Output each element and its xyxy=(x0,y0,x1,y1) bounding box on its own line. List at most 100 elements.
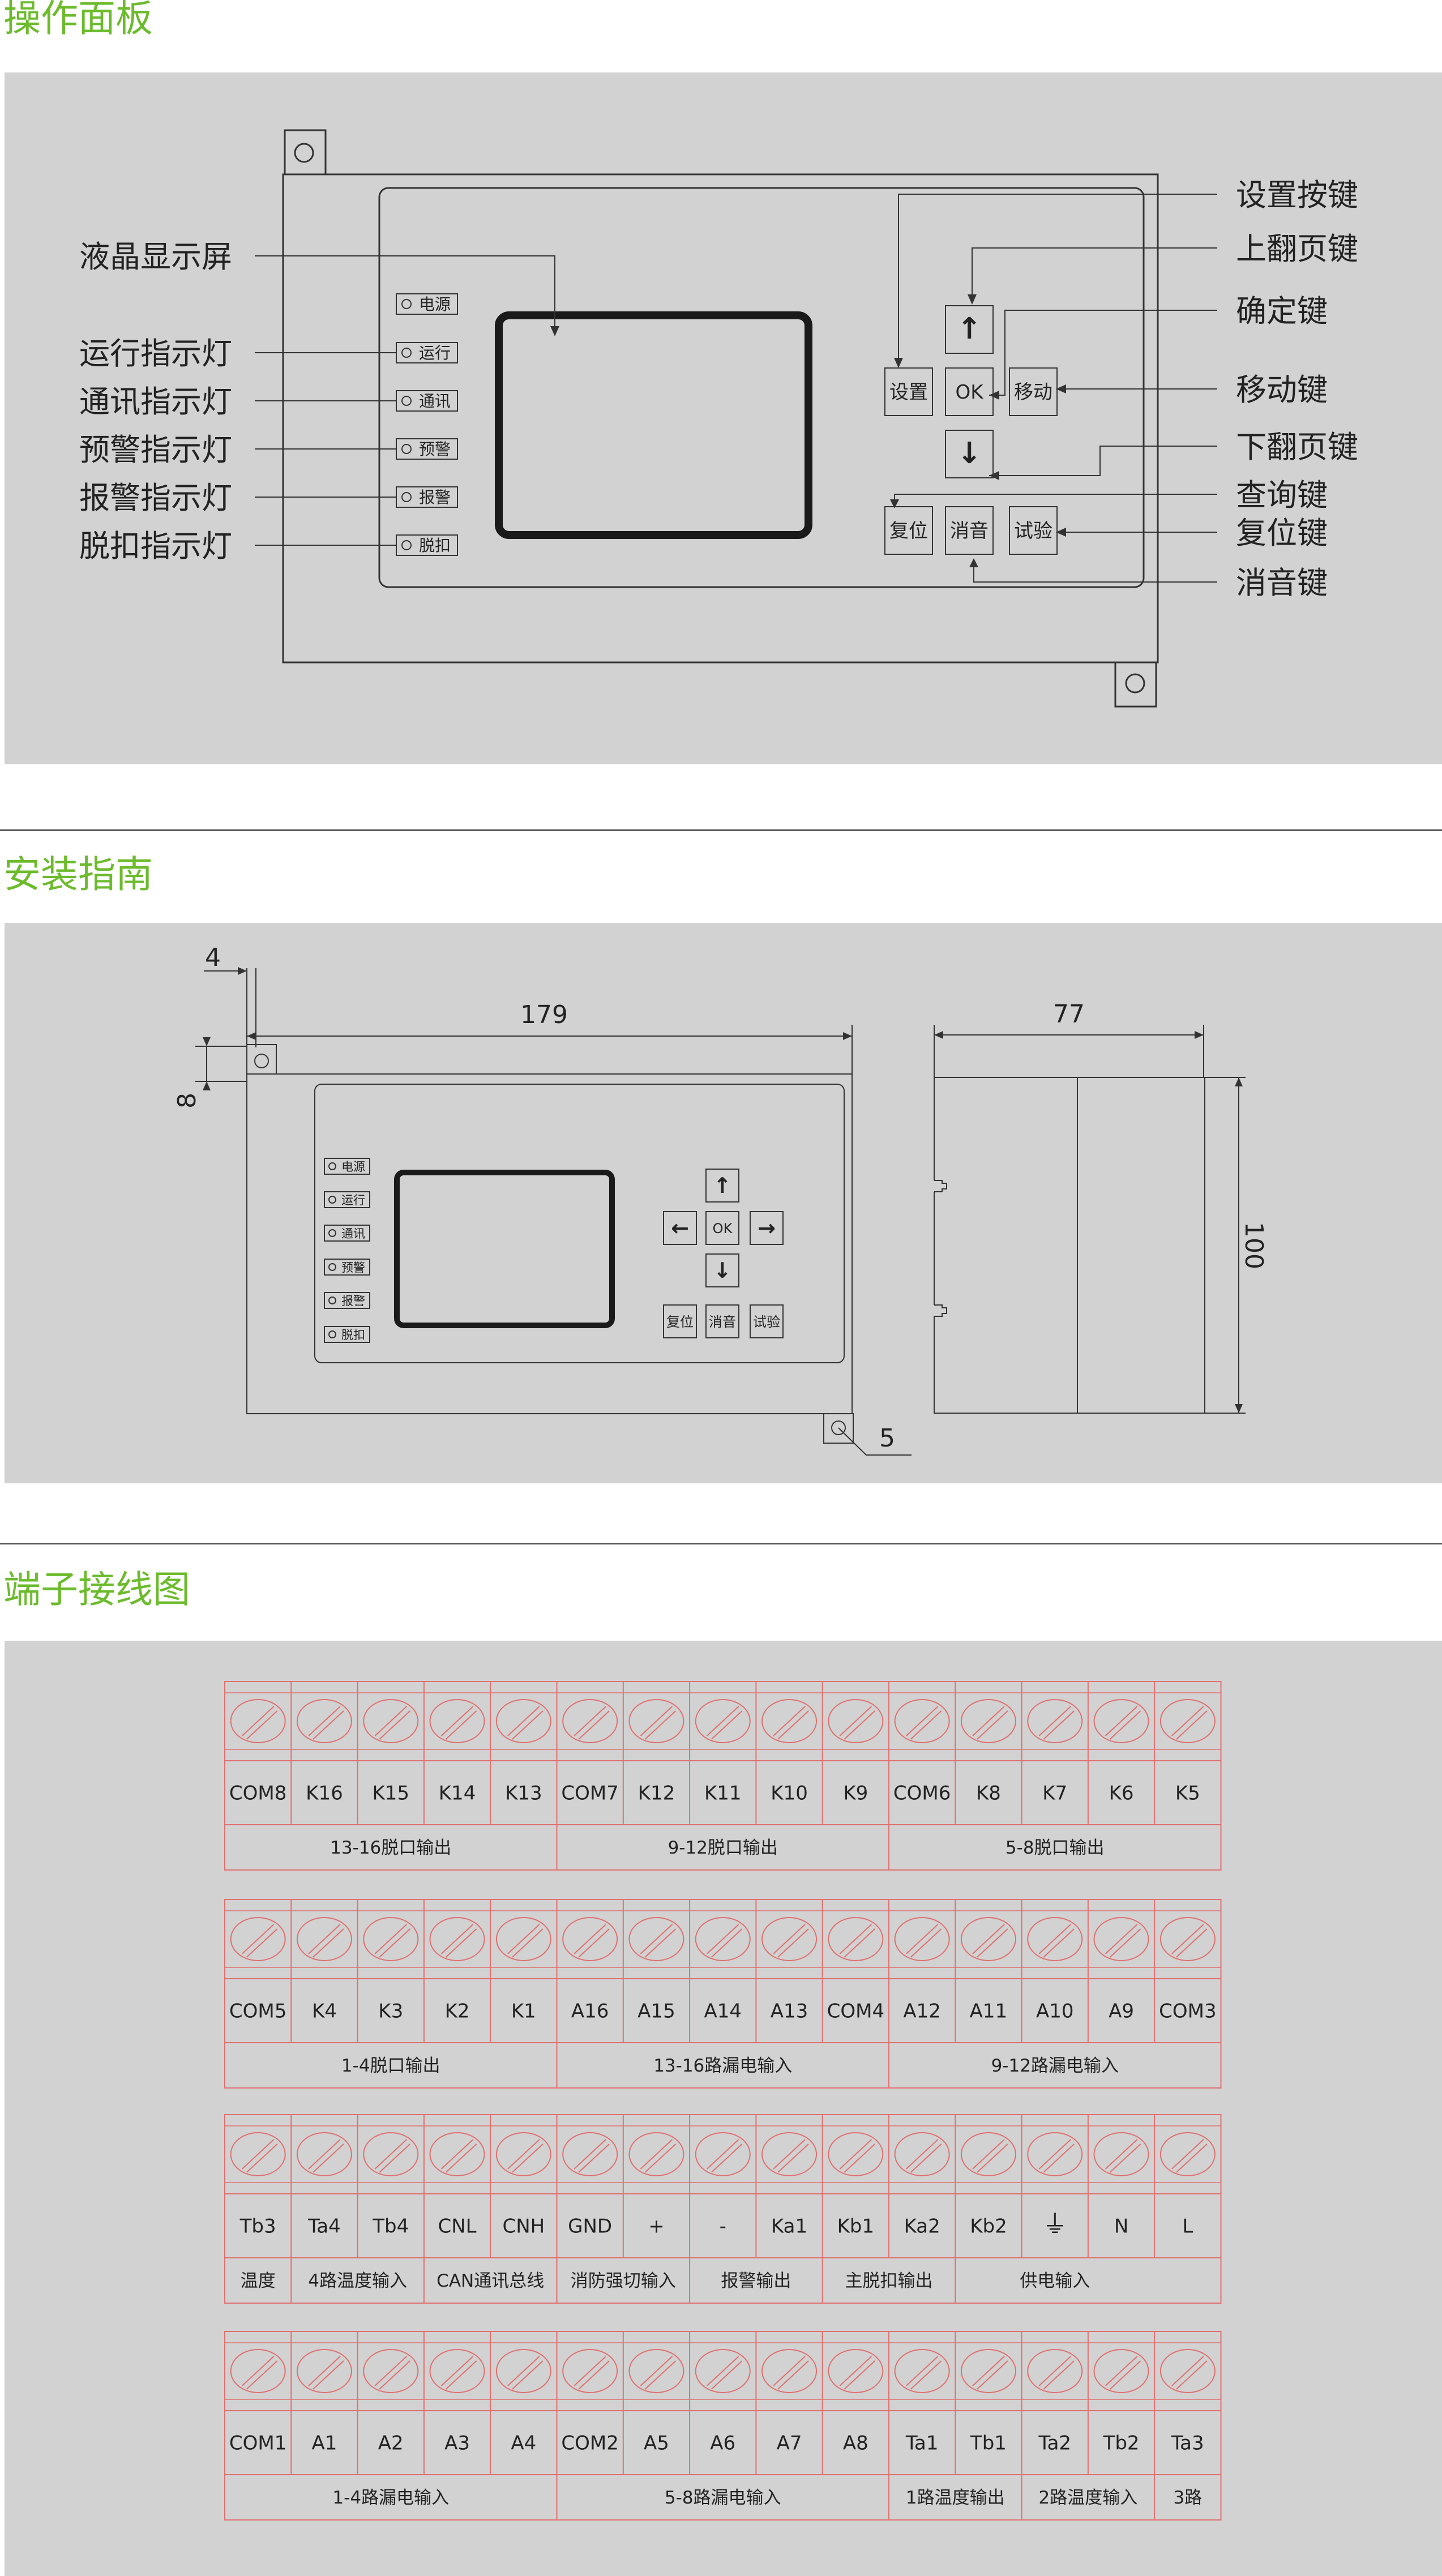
terminal-screw-icon xyxy=(960,2132,1016,2176)
front-indicator-3: 通讯 xyxy=(324,1225,370,1242)
section-title-install: 安装指南 xyxy=(3,853,153,896)
terminal-label: K11 xyxy=(704,1782,742,1805)
front-mute-button[interactable]: 消音 xyxy=(705,1304,739,1338)
terminal-screw-icon xyxy=(894,1699,950,1743)
set-button[interactable]: 设置 xyxy=(884,367,933,416)
leader-set xyxy=(898,194,1217,362)
arrow-mute xyxy=(969,558,978,567)
terminal-label: CNL xyxy=(438,2215,476,2238)
front-indicator-4: 预警 xyxy=(324,1259,370,1276)
indicator-led-icon xyxy=(328,1196,336,1204)
reset-button[interactable]: 复位 xyxy=(884,506,933,555)
front-up-button[interactable]: ↑ xyxy=(705,1169,739,1203)
terminal-screw-icon xyxy=(1159,2132,1216,2176)
terminal-label: A11 xyxy=(970,2000,1008,2023)
down-page-button[interactable]: ↓ xyxy=(945,430,994,478)
callout-right-5: 下翻页键 xyxy=(1236,429,1358,465)
callout-right-4: 移动键 xyxy=(1236,372,1328,408)
terminal-label: N xyxy=(1114,2215,1128,2238)
indicator-4: 预警 xyxy=(396,438,458,460)
indicator-label: 预警 xyxy=(419,440,451,459)
terminal-screw-icon xyxy=(230,1917,286,1961)
terminal-label: COM2 xyxy=(561,2432,618,2455)
terminal-label: Tb1 xyxy=(970,2432,1007,2455)
terminal-label: COM3 xyxy=(1159,2000,1216,2023)
section-divider-1 xyxy=(0,829,1442,831)
terminal-group-label: 消防强切输入 xyxy=(571,2271,676,2291)
test-button[interactable]: 试验 xyxy=(1009,506,1058,555)
ok-button[interactable]: OK xyxy=(945,367,994,416)
front-bezel xyxy=(314,1084,845,1363)
terminal-label: K6 xyxy=(1109,1782,1134,1805)
terminal-screw-icon xyxy=(1159,1917,1216,1961)
terminal-screw-icon xyxy=(363,2132,419,2176)
terminal-screw-icon xyxy=(1093,1917,1149,1961)
front-indicator-label: 通讯 xyxy=(341,1227,365,1240)
terminal-screw-icon xyxy=(960,1699,1016,1743)
terminal-screw-icon xyxy=(363,1699,419,1743)
terminal-label: Tb3 xyxy=(239,2215,276,2238)
arrow-down-icon: ↓ xyxy=(957,437,982,470)
terminal-label: A4 xyxy=(511,2432,536,2455)
arrow-down-icon: ↓ xyxy=(713,1258,731,1283)
terminal-label: Tb4 xyxy=(372,2215,409,2238)
terminal-group-label: 3路 xyxy=(1173,2488,1202,2508)
terminal-label: A14 xyxy=(704,2000,742,2023)
terminal-group-label: 9-12路漏电输入 xyxy=(991,2056,1119,2076)
terminal-group-label: CAN通讯总线 xyxy=(437,2271,544,2291)
terminal-screw-icon xyxy=(363,1917,419,1961)
front-test-button-label: 试验 xyxy=(753,1314,780,1330)
terminal-screw-icon xyxy=(562,1917,618,1961)
leader-mute xyxy=(973,563,1217,583)
front-left-button[interactable]: ← xyxy=(663,1211,697,1245)
terminal-screw-icon xyxy=(1159,1699,1216,1743)
up-page-button[interactable]: ↑ xyxy=(945,305,994,354)
install-panel-area xyxy=(5,923,1442,1483)
terminal-group-label: 1-4脱口输出 xyxy=(341,2056,440,2076)
terminal-label: A3 xyxy=(444,2432,470,2455)
move-button[interactable]: 移动 xyxy=(1009,367,1058,416)
indicator-led-icon xyxy=(401,396,412,406)
front-reset-button[interactable]: 复位 xyxy=(663,1304,697,1338)
front-indicator-1: 电源 xyxy=(324,1158,370,1175)
arrow-lcd xyxy=(550,326,559,336)
terminal-screw-icon xyxy=(1159,2349,1216,2393)
callout-left-1: 液晶显示屏 xyxy=(79,239,232,275)
arrow-right-icon: → xyxy=(758,1216,776,1240)
terminal-label: K1 xyxy=(511,2000,536,2023)
front-reset-button-label: 复位 xyxy=(666,1314,694,1330)
terminal-screw-icon xyxy=(894,2349,950,2393)
arrow-up xyxy=(968,294,977,305)
front-outer-body xyxy=(246,1073,853,1414)
terminal-group-label: 1-4路漏电输入 xyxy=(332,2488,449,2508)
terminal-group-label: 1路温度输出 xyxy=(906,2488,1005,2508)
indicator-1: 电源 xyxy=(396,293,458,315)
terminal-label: K16 xyxy=(306,1782,343,1805)
indicator-label: 电源 xyxy=(419,295,451,314)
indicator-led-icon xyxy=(401,299,412,309)
terminal-screw-icon xyxy=(296,2349,352,2393)
terminal-label: L xyxy=(1182,2215,1193,2238)
side-view-rail-notches xyxy=(933,1180,947,1317)
terminal-group-label: 5-8脱口输出 xyxy=(1005,1838,1105,1858)
terminal-screw-icon xyxy=(562,2132,618,2176)
front-indicator-label: 报警 xyxy=(341,1294,365,1308)
terminal-screw-icon xyxy=(894,2132,950,2176)
arrow-ok xyxy=(989,391,999,400)
terminal-screw-icon xyxy=(894,1917,950,1961)
terminal-label: COM5 xyxy=(229,2000,286,2023)
terminal-screw-icon xyxy=(1027,1917,1083,1961)
terminal-label: Ta3 xyxy=(1171,2432,1204,2455)
terminal-screw-icon xyxy=(296,1699,352,1743)
front-indicator-5: 报警 xyxy=(324,1292,370,1309)
front-ok-button[interactable]: OK xyxy=(705,1211,739,1245)
terminal-screw-icon xyxy=(429,2132,485,2176)
front-test-button[interactable]: 试验 xyxy=(750,1304,784,1338)
mute-button[interactable]: 消音 xyxy=(945,506,994,555)
front-right-button[interactable]: → xyxy=(750,1211,784,1245)
front-down-button[interactable]: ↓ xyxy=(705,1253,739,1287)
terminal-group-label: 温度 xyxy=(241,2271,276,2291)
